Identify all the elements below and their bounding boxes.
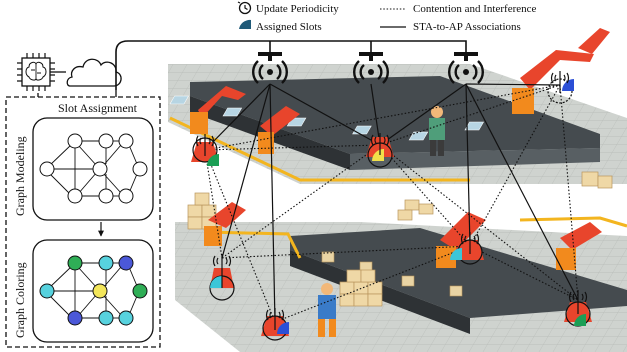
- legend-contention: Contention and Interference: [413, 3, 537, 15]
- brain-chip-icon: [17, 53, 55, 91]
- legend-assigned-slots: Assigned Slots: [256, 21, 322, 33]
- graph-modeling-nodes: [39, 133, 148, 204]
- factory-illustration: [168, 28, 627, 352]
- association-links: [204, 83, 579, 323]
- antenna-icon: [370, 133, 390, 155]
- graph-coloring-edges: [47, 262, 138, 319]
- graph-coloring-label: Graph Coloring: [13, 262, 27, 338]
- clock-icon: [237, 1, 252, 15]
- cloud-icon: [66, 58, 122, 87]
- slot-sector-icon: [574, 314, 586, 326]
- antenna-icon: [568, 290, 588, 314]
- antenna-icon: [212, 254, 232, 288]
- legend: Update Periodicity Assigned Slots Conten…: [237, 1, 537, 33]
- slot-sector-icon: [450, 248, 462, 260]
- slot-assignment-panel: Slot Assignment Graph Modeling Graph Col…: [5, 96, 161, 348]
- station-5: [261, 308, 289, 341]
- slot-sector-icon: [210, 276, 222, 288]
- contention-links: [204, 84, 579, 323]
- slot-sector-icon: [277, 322, 289, 334]
- graph-modeling-label: Graph Modeling: [13, 136, 27, 216]
- station-4: [209, 254, 235, 301]
- station-2: [366, 133, 394, 168]
- antenna-icon: [550, 71, 570, 93]
- antenna-icon: [460, 232, 480, 254]
- station-1: [191, 134, 219, 166]
- legend-update-periodicity: Update Periodicity: [256, 3, 339, 15]
- station-3: [547, 71, 574, 104]
- station-7: [564, 290, 592, 327]
- graph-coloring-nodes: [39, 255, 148, 326]
- slot-sector-icon: [562, 79, 574, 91]
- panel-title: Slot Assignment: [58, 101, 138, 115]
- slot-sector-icon: [207, 154, 219, 166]
- slot-sector-icon: [372, 149, 384, 161]
- antenna-icon: [265, 308, 285, 330]
- legend-associations: STA-to-AP Associations: [413, 21, 521, 33]
- antenna-icon: [195, 134, 215, 156]
- slot-sector-icon: [239, 19, 251, 29]
- station-6: [450, 232, 484, 265]
- backhaul-link: [115, 40, 467, 90]
- graph-modeling-edges: [47, 140, 138, 197]
